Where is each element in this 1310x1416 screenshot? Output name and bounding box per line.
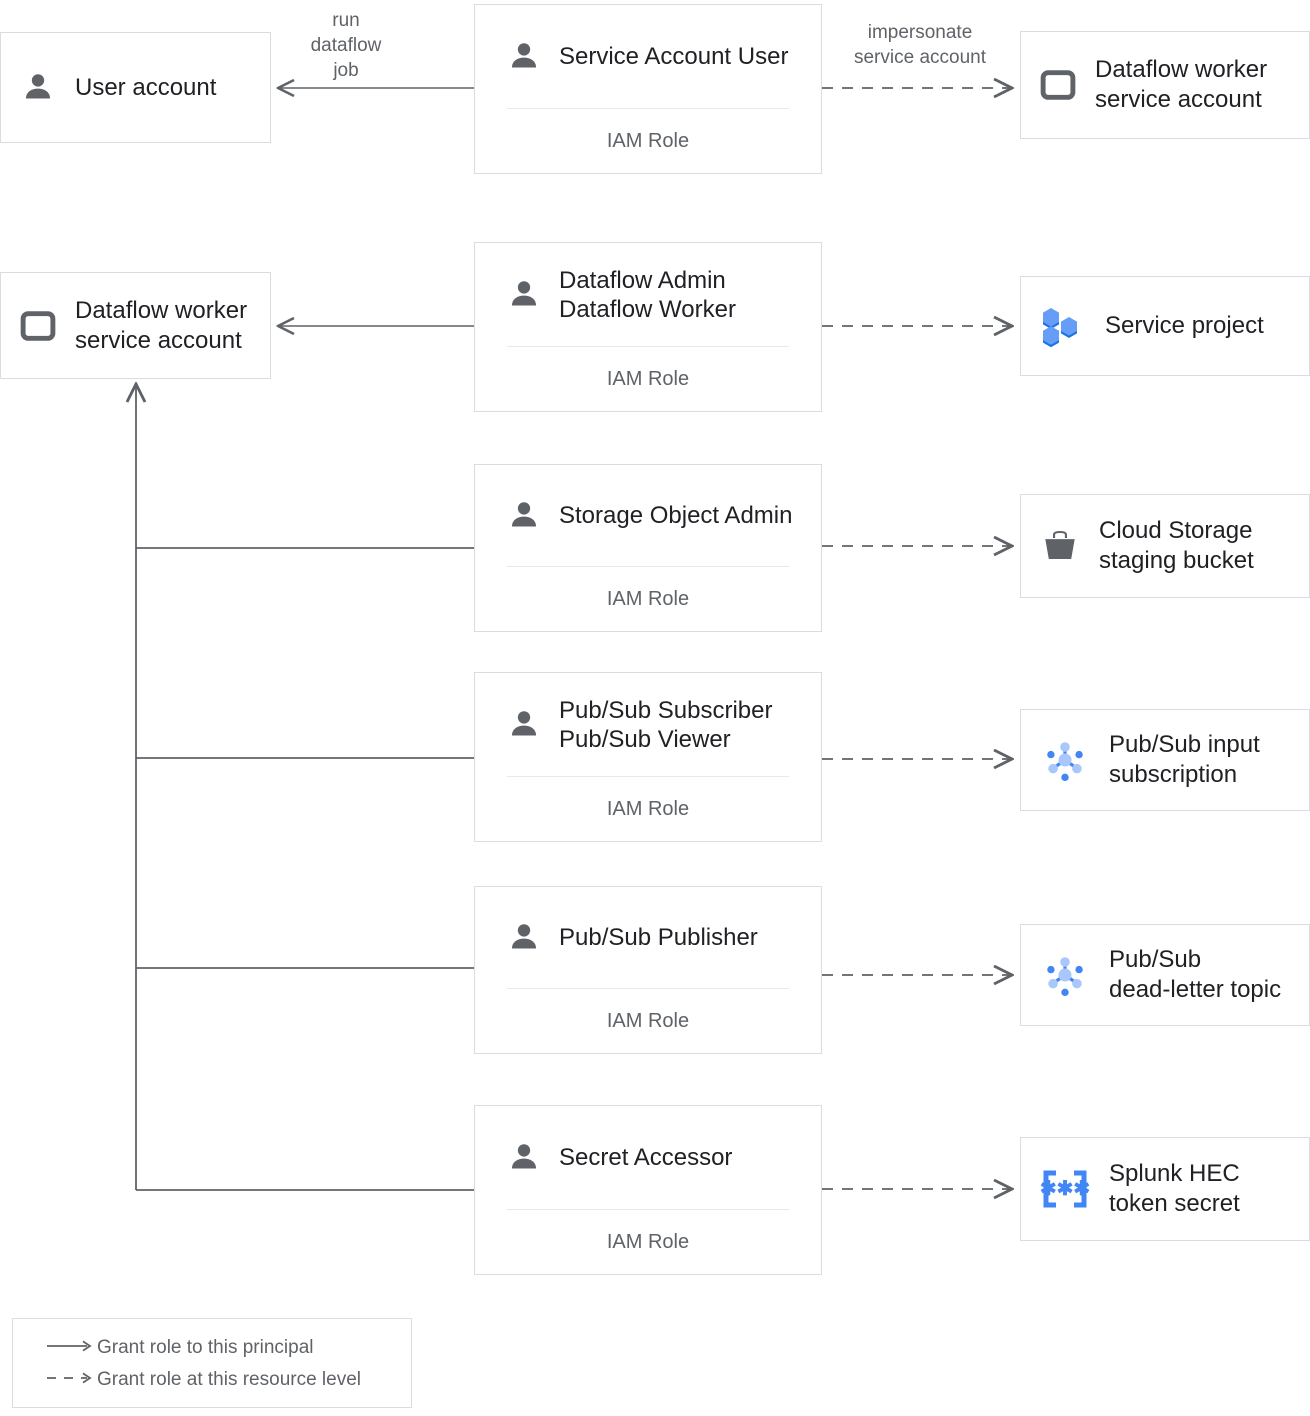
resource-label: Pub/Sub dead-letter topic [1109,946,1282,1003]
role-header: Service Account User [475,5,821,108]
edge-label-impersonate-service-account: impersonate service account [853,22,986,68]
resource-cloud-storage-bucket[interactable]: Cloud Storage staging bucket [1020,494,1310,598]
entity-user-account[interactable]: User account [0,32,271,143]
person-icon [505,706,543,744]
edge-label-run-dataflow-job: run dataflow job [310,10,382,81]
role-footer: IAM Role [606,1009,690,1032]
role-header: Storage Object Admin [475,465,821,566]
person-icon [19,69,57,107]
person-icon [505,1139,543,1177]
role-name: Pub/Sub Publisher [559,924,758,951]
resource-label: Dataflow worker service account [1095,56,1268,113]
svg-text:✱✱✱: ✱✱✱ [1040,1178,1090,1200]
storage-bucket-icon [1039,525,1081,567]
pubsub-icon [1039,949,1091,1001]
role-card-pubsub-subscriber-viewer[interactable]: Pub/Sub Subscriber Pub/Sub Viewer IAM Ro… [474,672,822,842]
role-divider [507,1209,789,1210]
resource-pubsub-dead-letter-topic[interactable]: Pub/Sub dead-letter topic [1020,924,1310,1026]
entity-dataflow-worker-service-account-left[interactable]: Dataflow worker service account [0,272,271,379]
role-name: Service Account User [559,43,789,70]
legend-label: Grant role to this principal [97,1337,314,1358]
role-divider [507,108,789,109]
role-divider [507,346,789,347]
role-card-storage-object-admin[interactable]: Storage Object Admin IAM Role [474,464,822,632]
person-icon [505,38,543,76]
resource-label: Splunk HEC token secret [1109,1160,1240,1217]
resource-service-project[interactable]: Service project [1020,276,1310,376]
role-card-dataflow-admin-worker[interactable]: Dataflow Admin Dataflow Worker IAM Role [474,242,822,412]
role-name: Pub/Sub Subscriber Pub/Sub Viewer [559,696,773,753]
legend-item-dashed: Grant role at this resource level [13,1364,411,1396]
role-name: Dataflow Admin Dataflow Worker [559,266,736,323]
role-header: Secret Accessor [475,1106,821,1209]
service-account-icon [19,307,57,345]
resource-label: Cloud Storage staging bucket [1099,517,1254,574]
resource-dataflow-worker-service-account[interactable]: Dataflow worker service account [1020,31,1310,139]
resource-splunk-hec-token-secret[interactable]: ✱✱✱ Splunk HEC token secret [1020,1137,1310,1241]
role-card-service-account-user[interactable]: Service Account User IAM Role [474,4,822,174]
entity-label: User account [75,73,217,101]
role-name: Secret Accessor [559,1144,733,1171]
resource-pubsub-input-subscription[interactable]: Pub/Sub input subscription [1020,709,1310,811]
role-card-pubsub-publisher[interactable]: Pub/Sub Publisher IAM Role [474,886,822,1054]
role-header: Pub/Sub Publisher [475,887,821,988]
resource-label: Service project [1105,312,1264,339]
role-divider [507,988,789,989]
dashed-arrow-icon [45,1371,97,1390]
role-footer: IAM Role [606,1230,690,1253]
person-icon [505,276,543,314]
role-header: Pub/Sub Subscriber Pub/Sub Viewer [475,673,821,776]
role-header: Dataflow Admin Dataflow Worker [475,243,821,346]
role-divider [507,776,789,777]
role-divider [507,566,789,567]
role-footer: IAM Role [606,587,690,610]
role-name: Storage Object Admin [559,502,793,529]
person-icon [505,919,543,957]
legend: Grant role to this principal Grant role … [12,1318,412,1408]
person-icon [505,497,543,535]
role-card-secret-accessor[interactable]: Secret Accessor IAM Role [474,1105,822,1275]
role-footer: IAM Role [606,797,690,820]
project-hexagons-icon [1039,302,1087,350]
pubsub-icon [1039,734,1091,786]
solid-arrow-icon [45,1339,97,1358]
service-account-icon [1039,66,1077,104]
secret-manager-icon: ✱✱✱ [1039,1167,1091,1211]
resource-label: Pub/Sub input subscription [1109,731,1260,788]
role-footer: IAM Role [606,129,690,152]
legend-label: Grant role at this resource level [97,1369,362,1390]
role-footer: IAM Role [606,367,690,390]
entity-label: Dataflow worker service account [75,296,248,354]
legend-item-solid: Grant role to this principal [13,1332,411,1364]
